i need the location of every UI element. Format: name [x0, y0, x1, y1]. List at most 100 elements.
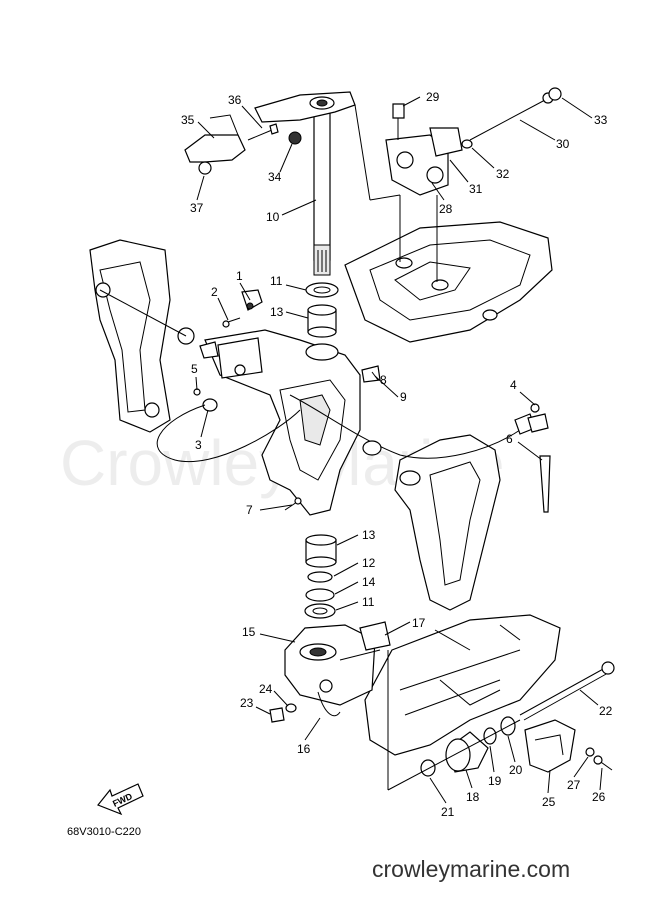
callout-4: 4 — [510, 378, 517, 392]
callout-11-lower: 11 — [362, 595, 375, 609]
callout-37: 37 — [190, 201, 204, 215]
callout-24: 24 — [259, 682, 273, 696]
leader-line — [200, 409, 209, 438]
tilt-tube-housing — [394, 434, 501, 611]
leader-line — [241, 105, 263, 129]
leader-line — [471, 147, 495, 169]
callout-5: 5 — [191, 362, 198, 376]
callout-12: 12 — [362, 556, 376, 570]
leader-line — [429, 777, 447, 804]
callout-19: 19 — [488, 774, 502, 788]
leader-line — [374, 375, 399, 398]
trim-sender — [385, 87, 562, 196]
leader-line — [547, 769, 551, 794]
upper-bushings — [305, 282, 339, 338]
leader-line — [279, 143, 293, 173]
leader-line — [599, 767, 603, 791]
lower-bushings — [304, 534, 337, 619]
leader-line — [449, 159, 469, 183]
leader-line — [281, 199, 317, 216]
callout-2: 2 — [211, 285, 218, 299]
leader-line — [333, 562, 359, 577]
leader-line — [334, 581, 359, 595]
clamp-bracket — [89, 239, 171, 433]
leader-line — [285, 311, 309, 319]
fwd-arrow-icon: FWD — [97, 783, 144, 816]
callout-1: 1 — [236, 269, 243, 283]
leader-line — [336, 534, 359, 546]
callout-33: 33 — [594, 113, 608, 127]
callout-34: 34 — [268, 170, 282, 184]
leader-line — [217, 297, 229, 321]
steering-shaft — [254, 91, 356, 276]
upper-casing — [344, 195, 553, 343]
leader-line — [259, 633, 296, 643]
steering-arm-bracket — [184, 114, 302, 175]
callout-9: 9 — [400, 390, 407, 404]
callout-labels: 1 2 3 4 5 6 7 8 9 10 11 11 12 13 13 14 1… — [181, 90, 613, 819]
callout-leaders — [195, 96, 603, 804]
callout-14: 14 — [362, 575, 376, 589]
callout-13-upper: 13 — [270, 305, 284, 319]
leader-line — [519, 391, 536, 406]
cable-tie — [539, 455, 551, 513]
lower-mount — [284, 621, 391, 717]
leader-line — [255, 706, 271, 715]
site-url: crowleymarine.com — [372, 856, 571, 882]
callout-25: 25 — [542, 795, 556, 809]
callout-7: 7 — [246, 503, 253, 517]
lower-mount-nut — [269, 703, 297, 723]
diagram-code: 68V3010-C220 — [67, 826, 142, 838]
screw — [284, 497, 302, 511]
callout-28: 28 — [439, 202, 453, 216]
leader-line — [285, 284, 307, 291]
leader-line — [273, 690, 289, 707]
leader-line — [195, 376, 198, 391]
mount-cover — [524, 719, 613, 773]
callout-8: 8 — [380, 373, 387, 387]
callout-13-lower: 13 — [362, 528, 376, 542]
callout-30: 30 — [556, 137, 570, 151]
callout-22: 22 — [599, 704, 613, 718]
leader-line — [304, 717, 321, 741]
callout-10: 10 — [266, 210, 280, 224]
leader-line — [196, 175, 205, 201]
leader-line — [402, 96, 421, 107]
callout-36: 36 — [228, 93, 242, 107]
callout-29: 29 — [426, 90, 440, 104]
callout-18: 18 — [466, 790, 480, 804]
leader-line — [384, 621, 411, 636]
callout-16: 16 — [297, 742, 311, 756]
leader-line — [197, 121, 215, 139]
callout-6: 6 — [506, 432, 513, 446]
swivel-bracket — [204, 329, 361, 516]
callout-32: 32 — [496, 167, 510, 181]
long-bolt — [519, 661, 615, 721]
callout-11-upper: 11 — [270, 274, 283, 288]
callout-31: 31 — [469, 182, 483, 196]
callout-3: 3 — [195, 438, 202, 452]
callout-21: 21 — [441, 805, 455, 819]
leader-line — [259, 504, 293, 511]
leader-line — [465, 769, 473, 789]
wire-harness — [156, 365, 549, 462]
leader-line — [239, 282, 251, 301]
leader-line — [561, 97, 593, 119]
leader-line — [517, 441, 543, 461]
callout-17: 17 — [412, 616, 426, 630]
callout-23: 23 — [240, 696, 254, 710]
leader-line — [573, 756, 589, 778]
leader-line — [335, 601, 359, 611]
leader-line — [519, 119, 556, 141]
lower-casing — [364, 614, 561, 756]
leader-line — [507, 735, 516, 763]
callout-20: 20 — [509, 763, 523, 777]
leader-line — [489, 745, 495, 773]
callout-35: 35 — [181, 113, 195, 127]
callout-26: 26 — [592, 790, 606, 804]
leader-line — [579, 689, 599, 706]
leader-lines — [99, 104, 521, 791]
callout-27: 27 — [567, 778, 581, 792]
